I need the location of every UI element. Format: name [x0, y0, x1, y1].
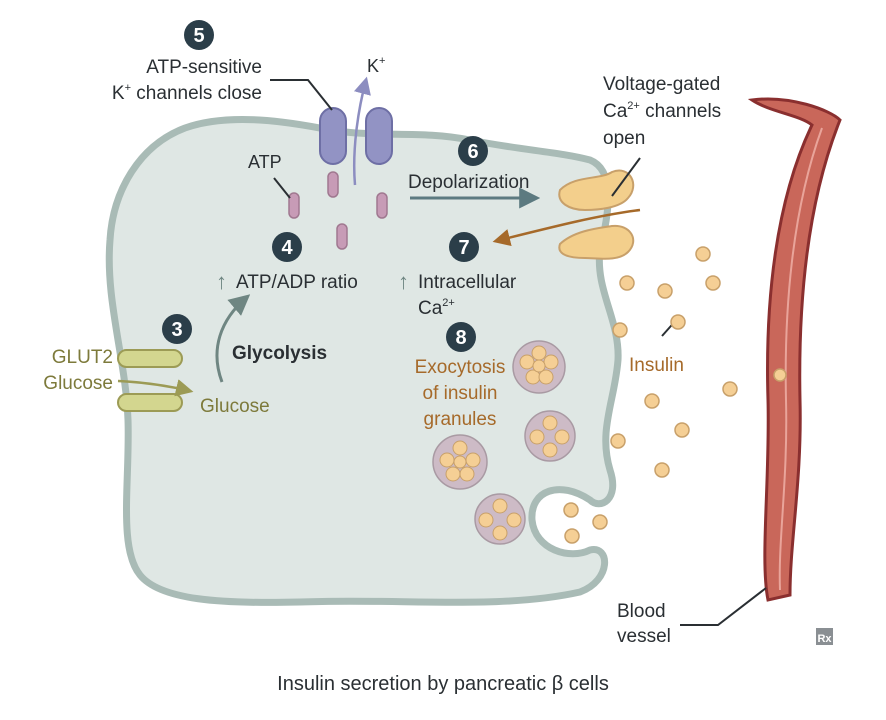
exocytosis-label-line1: Exocytosis	[415, 357, 506, 378]
insulin-molecule	[564, 528, 580, 544]
glucose-outside-label: Glucose	[43, 373, 113, 394]
glucose-inside-label: Glucose	[200, 396, 270, 417]
k-atp-channel	[319, 76, 393, 186]
ca-channel-label-line2: Ca2+ channels	[603, 100, 721, 122]
insulin-molecule	[674, 422, 690, 438]
insulin-molecule	[722, 381, 738, 397]
blood-vessel	[747, 97, 842, 602]
exocytosis-label-line3: granules	[424, 409, 497, 430]
atp-adp-up-arrow: ↑	[216, 269, 227, 294]
voltage-gated-ca-channel	[558, 169, 635, 260]
step-5-badge: 5	[184, 20, 214, 50]
granule	[512, 340, 566, 394]
glut2-transporter	[117, 349, 183, 412]
k-channel-label-line2: K+ channels close	[112, 82, 262, 104]
beta-cell-membrane	[105, 115, 622, 606]
blood-vessel-label-line1: Blood	[617, 601, 666, 622]
atp-pointer-line	[273, 177, 291, 199]
calcium-up-arrow: ↑	[398, 269, 409, 294]
granule	[524, 410, 576, 462]
intracellular-ca-label-line1: Intracellular	[418, 272, 517, 293]
step-8-badge: 8	[446, 322, 476, 352]
glycolysis-label: Glycolysis	[232, 343, 327, 364]
step-4-badge: 4	[272, 232, 302, 262]
insulin-molecule	[654, 462, 670, 478]
svg-text:7: 7	[458, 237, 469, 259]
insulin-molecule	[610, 433, 626, 449]
blood-vessel-label-line2: vessel	[617, 626, 671, 647]
step-7-badge: 7	[449, 232, 479, 262]
released-insulin	[563, 246, 738, 544]
glut2-label: GLUT2	[52, 347, 113, 368]
insulin-molecule	[657, 283, 673, 299]
vessel-leader	[680, 587, 767, 626]
insulin-molecule	[695, 246, 711, 262]
step-3-badge: 3	[162, 314, 192, 344]
svg-text:4: 4	[281, 237, 293, 259]
insulin-granules	[432, 340, 576, 545]
insulin-molecule	[670, 314, 686, 330]
granule	[432, 434, 488, 490]
ca-channel-leader	[611, 157, 641, 197]
atp-label: ATP	[248, 152, 282, 172]
depolarization-label: Depolarization	[408, 172, 529, 193]
intracellular-ca-label-line2: Ca2+	[418, 297, 455, 319]
insulin-label: Insulin	[629, 355, 684, 376]
exocytosis-label-line2: of insulin	[423, 383, 498, 404]
calcium-influx-arrow	[492, 208, 641, 247]
svg-text:8: 8	[455, 327, 466, 349]
insulin-molecule	[612, 322, 628, 338]
insulin-molecule	[563, 502, 579, 518]
k-channel-label-line1: ATP-sensitive	[146, 57, 262, 78]
insulin-molecule	[619, 275, 635, 291]
k-ion-label: K+	[367, 55, 385, 76]
insulin-molecule	[644, 393, 660, 409]
glucose-entry-arrow	[117, 379, 194, 397]
insulin-molecule	[705, 275, 721, 291]
svg-text:6: 6	[467, 141, 478, 163]
ca-channel-label-line1: Voltage-gated	[603, 74, 720, 95]
svg-text:5: 5	[193, 25, 204, 47]
atp-adp-ratio-label: ATP/ADP ratio	[236, 272, 358, 293]
k-channel-leader	[270, 79, 333, 111]
insulin-molecule	[592, 514, 608, 530]
figure-caption: Insulin secretion by pancreatic β cells	[277, 673, 609, 695]
granule	[474, 493, 526, 545]
step-6-badge: 6	[458, 136, 488, 166]
svg-text:3: 3	[171, 319, 182, 341]
atp-molecules	[288, 171, 388, 250]
glycolysis-arrow	[215, 294, 251, 383]
rx-logo: Rx	[816, 628, 833, 645]
svg-text:Rx: Rx	[817, 633, 832, 645]
ca-channel-label-line3: open	[603, 128, 645, 149]
